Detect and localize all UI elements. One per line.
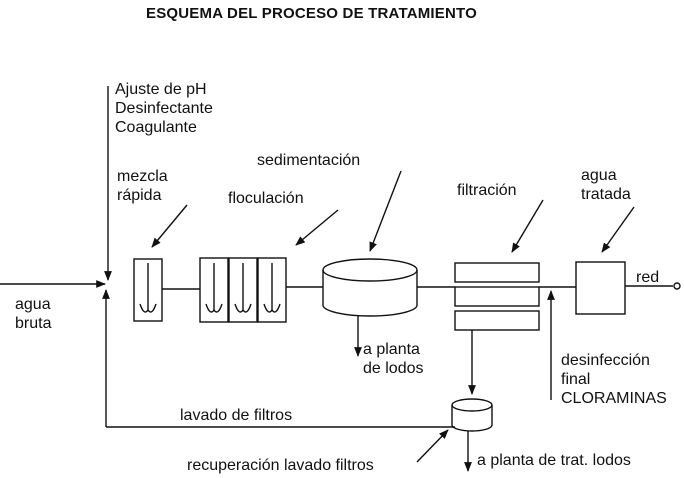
pointer-treated-water (601, 206, 635, 253)
pointer-filtration (511, 199, 544, 253)
network-outlet-point (673, 282, 681, 290)
filter-unit-1 (454, 262, 540, 283)
pointer-flocculation (295, 209, 339, 246)
rapid-mix-impeller (139, 303, 157, 313)
sedimentation-tank-top (322, 258, 418, 282)
label-sedimentation: sedimentación (257, 152, 361, 169)
filter-unit-2 (454, 286, 540, 307)
treated-water-tank (575, 261, 626, 315)
pointer-rapid-mix (151, 204, 188, 248)
rapid-mix-tank (133, 258, 163, 322)
label-rapid-mix: mezcla rápida (117, 168, 168, 204)
flocculation-tank-2 (228, 257, 258, 323)
pointer-sedimentation (369, 170, 402, 252)
sedimentation-tank (322, 270, 418, 317)
label-filtration: filtración (457, 182, 517, 199)
label-chemicals: Ajuste de pH Desinfectante Coagulante (115, 81, 213, 136)
wash-recovery-tank-top (451, 398, 493, 412)
flocculation-tank-1 (199, 257, 229, 323)
pointer-wash-recovery (416, 429, 449, 463)
label-raw-water: agua bruta (15, 296, 52, 332)
label-treatment-sludge: a planta de trat. lodos (477, 452, 631, 469)
label-sludge-plant: a planta de lodos (363, 341, 424, 377)
label-treated-water: agua tratada (581, 167, 631, 203)
label-network: red (636, 269, 660, 286)
diagram-title: ESQUEMA DEL PROCESO DE TRATAMIENTO (146, 5, 477, 22)
wash-recovery-tank (451, 405, 493, 432)
label-filter-wash: lavado de filtros (180, 407, 293, 424)
flocculation-tank-3 (257, 257, 287, 323)
filter-unit-3 (454, 310, 540, 331)
label-flocculation: floculación (228, 190, 304, 207)
label-wash-recovery: recuperación lavado filtros (187, 457, 374, 474)
label-final-disinfection: desinfección final CLORAMINAS (561, 352, 667, 407)
